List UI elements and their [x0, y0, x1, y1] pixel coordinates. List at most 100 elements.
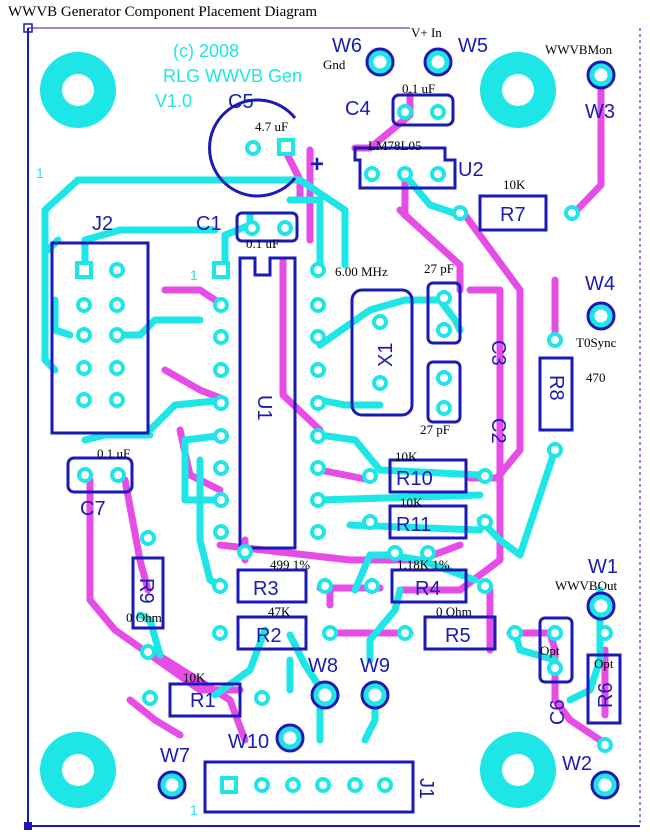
r6-value: Opt — [594, 656, 614, 671]
r3-outline — [236, 568, 308, 604]
r6-outline — [586, 653, 622, 725]
copyright-text: (c) 2008 — [173, 41, 239, 61]
r10-outline — [388, 458, 468, 494]
c5-label: C5 — [228, 91, 254, 113]
r8-outline — [538, 356, 574, 432]
part-values: Gnd V+ In WWVBMon 0.1 uF 4.7 uF LM78L05 … — [97, 25, 617, 685]
gnd-label: Gnd — [323, 57, 346, 72]
c4-value: 0.1 uF — [402, 81, 435, 96]
wwvbmon-label: WWVBMon — [545, 42, 613, 57]
r9-value: 0 Ohm — [126, 610, 162, 625]
c2-value: 27 pF — [420, 422, 450, 437]
r2-label: R2 — [256, 625, 282, 647]
c5-value: 4.7 uF — [255, 119, 288, 134]
wire-pads — [160, 50, 617, 797]
c1-outline — [235, 211, 299, 243]
r8-value: 470 — [586, 370, 606, 385]
r5-label: R5 — [445, 625, 471, 647]
x1-value: 6.00 MHz — [335, 264, 388, 279]
r11-label: R11 — [396, 514, 431, 536]
r7-outline — [478, 194, 548, 232]
vplus-label: V+ In — [411, 25, 442, 40]
x1-outline — [350, 288, 414, 417]
pin1-mark-j1: 1 — [190, 802, 198, 818]
u2-label: U2 — [458, 159, 484, 181]
r6-label: R6 — [595, 682, 617, 708]
w9-label: W9 — [360, 655, 390, 677]
r7-label: R7 — [500, 204, 526, 226]
r7-value: 10K — [503, 177, 526, 192]
c5-outline — [208, 98, 297, 198]
w1-label: W1 — [588, 556, 618, 578]
r4-value: 1.18K 1% — [397, 557, 450, 572]
j1-outline — [203, 760, 415, 814]
u2-outline — [353, 146, 457, 190]
t0sync-label: T0Sync — [576, 335, 617, 350]
j2-outline — [50, 241, 150, 435]
w7-label: W7 — [160, 745, 190, 767]
r5-outline — [423, 615, 497, 651]
wwvbout-label: WWVBOut — [555, 578, 617, 593]
u1-outline — [238, 256, 297, 550]
c4-label: C4 — [345, 98, 371, 120]
c4-outline — [391, 93, 455, 127]
w2-label: W2 — [562, 753, 592, 775]
w5-label: W5 — [458, 35, 488, 57]
r10-label: R10 — [396, 468, 433, 490]
pin1-mark-left: 1 — [36, 165, 44, 181]
c7-value: 0.1 uF — [97, 446, 130, 461]
r4-outline — [390, 568, 468, 604]
w3-label: W3 — [585, 101, 615, 123]
version-text: V1.0 — [155, 91, 192, 111]
w10-label: W10 — [228, 731, 269, 753]
component-outlines — [50, 93, 622, 814]
c1-value: 0.1 uF — [246, 236, 279, 251]
c7-outline — [66, 456, 134, 494]
designators: W6 W5 W3 C5 C4 U2 R7 J2 C1 W4 R10 R11 C7… — [80, 35, 618, 775]
board-silkscreen-text: (c) 2008 RLG WWVB Gen V1.0 — [155, 41, 302, 111]
bottom-copper-traces — [41, 171, 604, 744]
r5-value: 0 Ohm — [436, 604, 472, 619]
component-pads — [75, 104, 613, 794]
r1-outline — [168, 682, 242, 718]
r1-label: R1 — [190, 690, 216, 712]
pin1-mark-u1: 1 — [190, 267, 198, 283]
r11-outline — [388, 504, 468, 540]
x1-label: X1 — [375, 343, 397, 367]
w4-label: W4 — [585, 273, 615, 295]
j1-label: J1 — [415, 778, 437, 799]
r2-value: 47K — [268, 604, 291, 619]
c5-plus-mark: + — [310, 151, 324, 178]
r3-value: 499 1% — [270, 557, 310, 572]
r1-value: 10K — [183, 670, 206, 685]
c3-label: C3 — [487, 340, 509, 366]
c1-label: C1 — [196, 213, 222, 235]
w6-label: W6 — [332, 35, 362, 57]
c6-label: C6 — [547, 699, 569, 725]
r8-label: R8 — [545, 375, 567, 401]
board-outline — [23, 23, 641, 830]
r9-label: R9 — [135, 578, 157, 604]
mounting-holes — [40, 52, 556, 808]
c6-value: Opt — [540, 643, 560, 658]
r3-label: R3 — [253, 578, 279, 600]
diagram-title: WWVB Generator Component Placement Diagr… — [8, 4, 317, 20]
c7-label: C7 — [80, 498, 106, 520]
c6-outline — [538, 616, 574, 684]
r4-label: R4 — [415, 578, 441, 600]
r11-value: 10K — [400, 495, 423, 510]
r2-outline — [236, 615, 308, 651]
r10-value: 10K — [395, 449, 418, 464]
designators-rotated: X1 C3 C2 U1 R8 R9 C6 R6 J1 — [135, 340, 617, 799]
w8-label: W8 — [308, 655, 338, 677]
c2-label: C2 — [487, 418, 509, 444]
u1-label: U1 — [253, 395, 275, 421]
wire-pad-rings — [157, 47, 620, 800]
c3-outline — [426, 281, 462, 345]
r9-outline — [131, 556, 165, 630]
c3-value: 27 pF — [424, 261, 454, 276]
j2-label: J2 — [92, 213, 113, 235]
c2-outline — [426, 360, 462, 424]
u2-value: LM78L05 — [368, 138, 421, 153]
